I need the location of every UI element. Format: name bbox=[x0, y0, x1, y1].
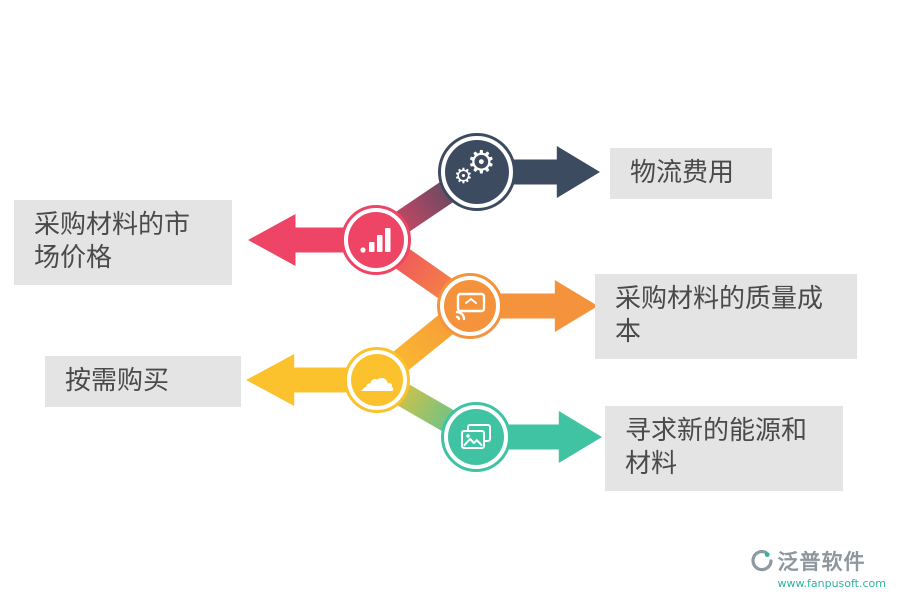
fanpu-logo-icon bbox=[751, 550, 773, 572]
label-logistics: 物流费用 bbox=[610, 148, 772, 200]
node-logistics: ⚙ ⚙ bbox=[438, 133, 516, 211]
footer-brand-block: 泛普软件 www.fanpusoft.com bbox=[751, 546, 886, 590]
node-market-price bbox=[341, 205, 411, 275]
gallery-icon bbox=[461, 424, 491, 449]
node-on-demand: ☁ bbox=[344, 347, 410, 413]
footer-brand: 泛普软件 bbox=[777, 550, 866, 574]
cast-screen-icon bbox=[455, 292, 486, 321]
label-on-demand: 按需购买 bbox=[45, 356, 241, 408]
gears-icon: ⚙ ⚙ bbox=[454, 146, 499, 194]
label-new-energy: 寻求新的能源和材料 bbox=[605, 406, 843, 491]
bar-chart-icon bbox=[360, 228, 391, 253]
gear-big-glyph: ⚙ bbox=[467, 143, 496, 181]
label-market-price: 采购材料的市场价格 bbox=[14, 200, 232, 285]
footer-url: www.fanpusoft.com bbox=[777, 577, 886, 590]
gear-small-glyph: ⚙ bbox=[454, 164, 473, 188]
node-new-energy bbox=[441, 402, 511, 472]
cloud-icon: ☁ bbox=[359, 359, 395, 400]
node-quality-cost bbox=[437, 273, 503, 339]
label-quality-cost: 采购材料的质量成本 bbox=[595, 274, 857, 359]
